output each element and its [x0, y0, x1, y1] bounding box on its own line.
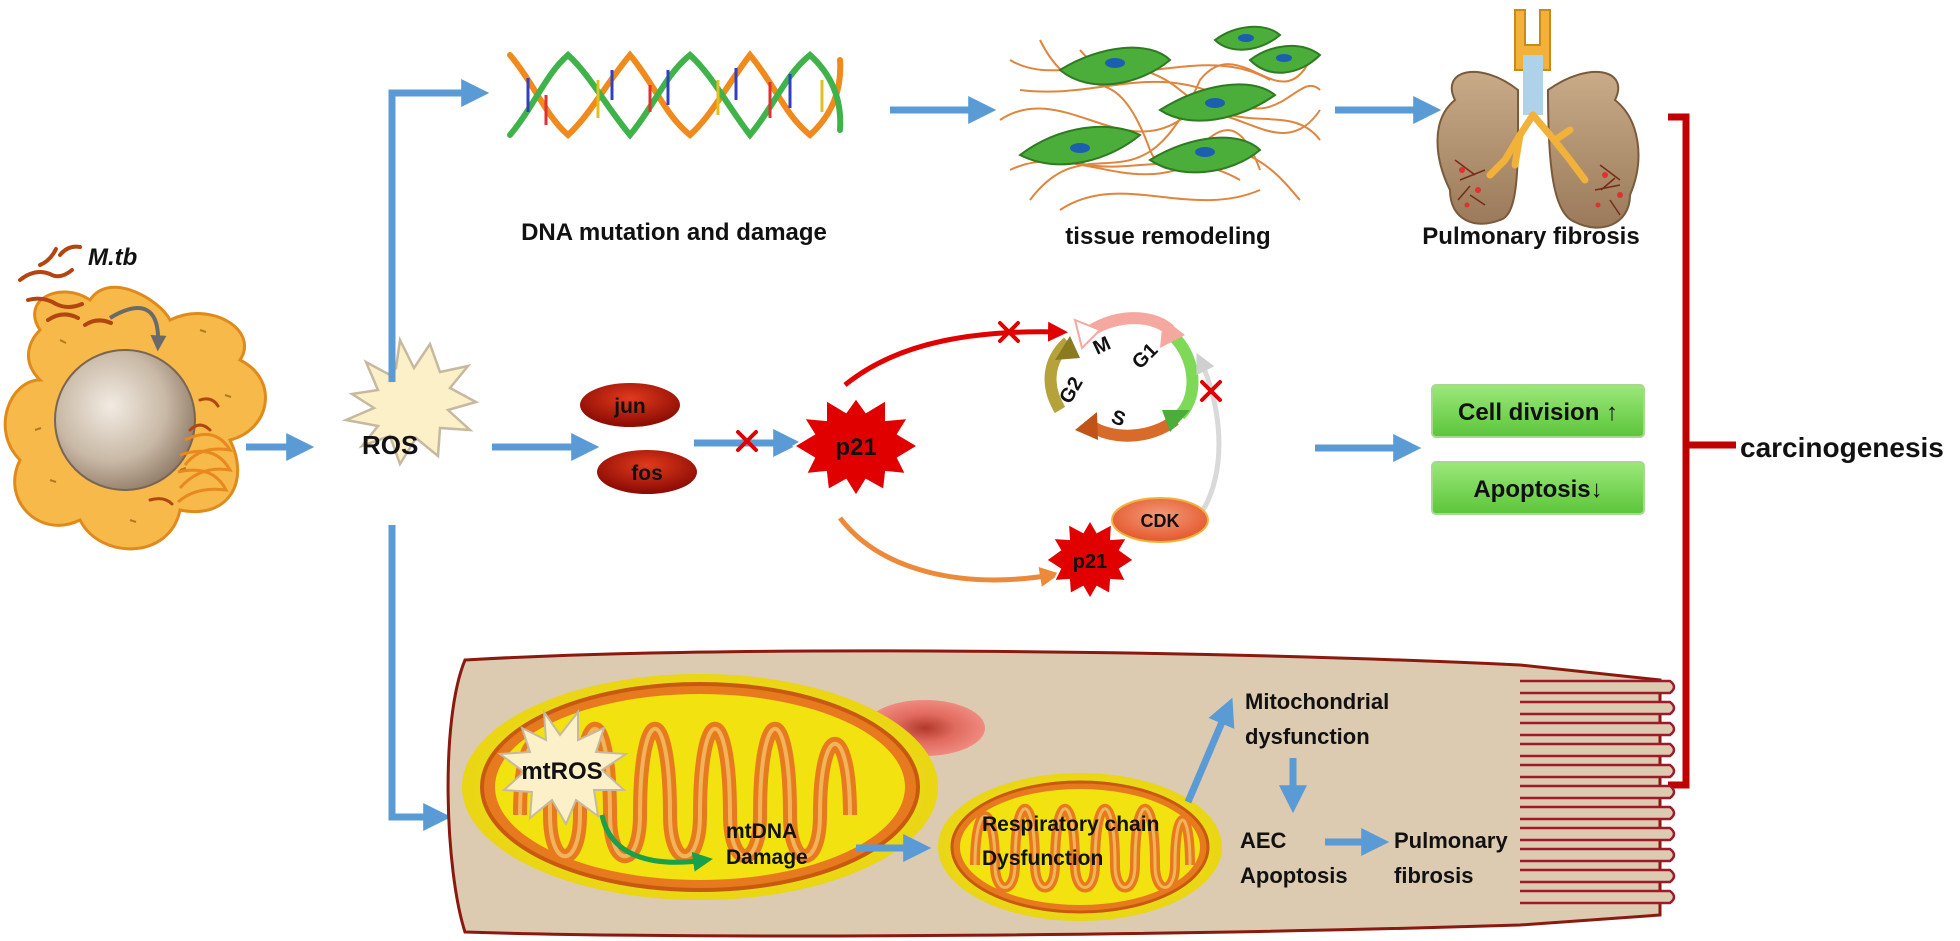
p21-upper-label: p21 [835, 434, 876, 461]
infection-arrow [108, 306, 167, 352]
p21-lower-label: p21 [1073, 551, 1107, 573]
fos-label: fos [631, 462, 663, 485]
fibrosis-label: Pulmonary fibrosis [1422, 223, 1639, 250]
arrow-ros-to-dna [388, 79, 490, 382]
mtb-label: M.tb [88, 244, 137, 271]
host-cell [3, 285, 267, 551]
mito-dysfunction-label-2: dysfunction [1245, 724, 1370, 749]
intracellular-bacteria [148, 397, 220, 506]
resp-chain-label-1: Respiratory chain [982, 813, 1159, 836]
mtdna-label-2: Damage [726, 846, 808, 869]
pulmonary-fibrosis-label-1: Pulmonary [1394, 828, 1508, 853]
arrow-cdk-to-cycle-blocked [1196, 352, 1222, 517]
mito-dysfunction-label-1: Mitochondrial [1245, 689, 1389, 714]
cell-division-label: Cell division ↑ [1458, 399, 1618, 426]
block-mark-cdk-cycle [1200, 380, 1222, 402]
mtb-bacteria [18, 244, 113, 327]
carcinogenesis-label: carcinogenesis [1740, 432, 1944, 463]
mtros-star [497, 708, 630, 827]
apoptosis-label: Apoptosis↓ [1473, 476, 1602, 503]
jun-oval [580, 383, 680, 427]
jun-label: jun [613, 395, 646, 418]
cell-division-box [1431, 384, 1645, 438]
cdk-label: CDK [1141, 511, 1180, 531]
cell-granules [34, 329, 232, 523]
cdk-oval [1111, 497, 1209, 543]
arrow-ros-to-mito [388, 525, 452, 831]
apoptosis-box [1431, 461, 1645, 515]
arrow-resp-to-mito-dys [1184, 697, 1235, 804]
endoplasmic-reticulum [177, 432, 233, 504]
fos-oval [597, 450, 697, 494]
arrow-p21-to-cycle-blocked [843, 321, 1068, 387]
tissue-remodeling-graphic [999, 25, 1322, 211]
mtros-label: mtROS [521, 758, 602, 785]
cell-cycle-wheel [1044, 312, 1199, 442]
tissue-label: tissue remodeling [1065, 223, 1270, 250]
dna-label: DNA mutation and damage [521, 219, 827, 246]
block-mark-jun-fos [736, 430, 758, 452]
carcinogenesis-bracket [1668, 113, 1736, 789]
phase-s: S [1108, 406, 1128, 431]
microvilli [1520, 679, 1676, 905]
p21-star-lower [1044, 518, 1136, 601]
block-mark-p21-cycle [998, 321, 1020, 343]
ros-label: ROS [362, 430, 418, 460]
aec-label-1: AEC [1240, 828, 1287, 853]
lungs-graphic [1436, 9, 1640, 229]
phase-g1: G1 [1128, 339, 1162, 373]
arrow-mtros-to-mtdna [599, 814, 713, 872]
pulmonary-fibrosis-label-2: fibrosis [1394, 863, 1473, 888]
arrow-p21-to-cdk-complex [838, 516, 1060, 587]
nucleus [54, 349, 196, 491]
mitochondrion-small [938, 773, 1222, 921]
aec-label-2: Apoptosis [1240, 863, 1348, 888]
ros-star [341, 335, 480, 467]
mtdna-label-1: mtDNA [726, 820, 797, 843]
dna-helix-graphic [507, 50, 844, 140]
resp-chain-label-2: Dysfunction [982, 847, 1103, 870]
